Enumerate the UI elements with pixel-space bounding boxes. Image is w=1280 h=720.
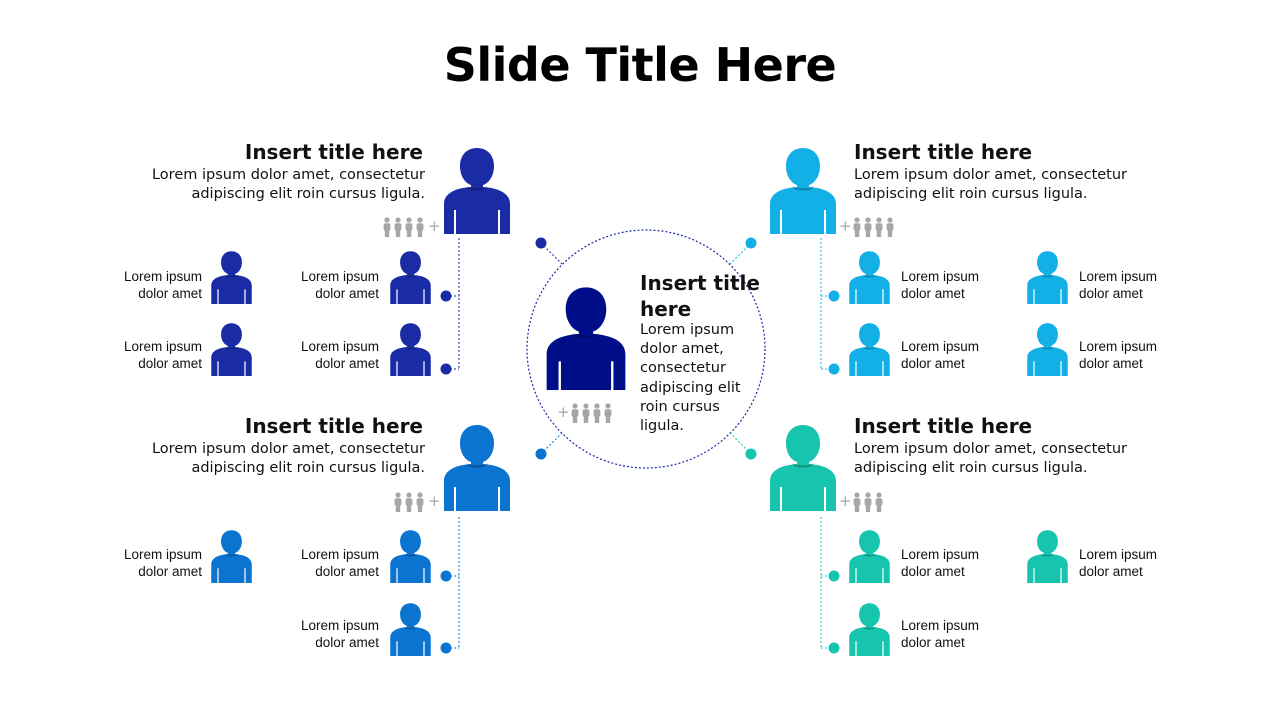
top-left-leader-icon: [443, 146, 511, 234]
bottom-right-title: Insert title here: [854, 414, 1033, 438]
center-person-icon: [545, 285, 627, 390]
top-left-description: Lorem ipsum dolor amet, consectetur adip…: [151, 167, 425, 202]
bottom-left-title: Insert title here: [244, 414, 423, 438]
center-crowd-icon: +: [557, 401, 617, 429]
top-left-member-4-icon: [389, 322, 432, 376]
center-title: Insert title here: [640, 271, 760, 321]
svg-text:+: +: [839, 492, 852, 510]
connector-dot-bottom-right: [745, 448, 757, 460]
bottom-left-crowd-icon: +: [394, 490, 444, 518]
slide-title: Slide Title Here: [443, 38, 837, 92]
bottom-left-member-1-icon: [210, 529, 253, 583]
center-description: Lorem ipsum dolor amet, consectetur adip…: [640, 322, 741, 435]
bottom-left-description: Lorem ipsum dolor amet, consectetur adip…: [151, 441, 425, 476]
top-right-member-2-icon: [1026, 250, 1069, 304]
svg-text:+: +: [557, 403, 570, 421]
bottom-right-leader-icon: [769, 423, 837, 511]
top-right-leader-icon: [769, 146, 837, 234]
top-right-member-3-icon: [848, 322, 891, 376]
top-left-member-1-icon: [210, 250, 253, 304]
top-right-member-1-icon: [848, 250, 891, 304]
bottom-left-leader-icon: [443, 423, 511, 511]
top-left-member-2-icon: [389, 250, 432, 304]
connector-dot-top-right: [745, 237, 757, 249]
top-right-crowd-icon: +: [839, 215, 899, 243]
connector-dot-top-left: [535, 237, 547, 249]
svg-text:+: +: [839, 217, 852, 235]
top-left-title: Insert title here: [244, 140, 423, 164]
bottom-right-crowd-icon: +: [839, 490, 889, 518]
svg-text:+: +: [428, 217, 441, 235]
bottom-left-member-3-icon: [389, 602, 432, 656]
top-right-description: Lorem ipsum dolor amet, consectetur adip…: [854, 167, 1128, 202]
top-left-crowd-icon: +: [383, 215, 443, 243]
bottom-left-member-2-icon: [389, 529, 432, 583]
top-right-member-4-icon: [1026, 322, 1069, 376]
bottom-right-member-3-icon: [848, 602, 891, 656]
top-right-title: Insert title here: [854, 140, 1033, 164]
center-circle: [526, 229, 766, 469]
bottom-right-description: Lorem ipsum dolor amet, consectetur adip…: [854, 441, 1128, 476]
top-left-member-3-icon: [210, 322, 253, 376]
svg-text:+: +: [428, 492, 441, 510]
bottom-right-member-1-icon: [848, 529, 891, 583]
bottom-right-member-2-icon: [1026, 529, 1069, 583]
connector-dot-bottom-left: [535, 448, 547, 460]
